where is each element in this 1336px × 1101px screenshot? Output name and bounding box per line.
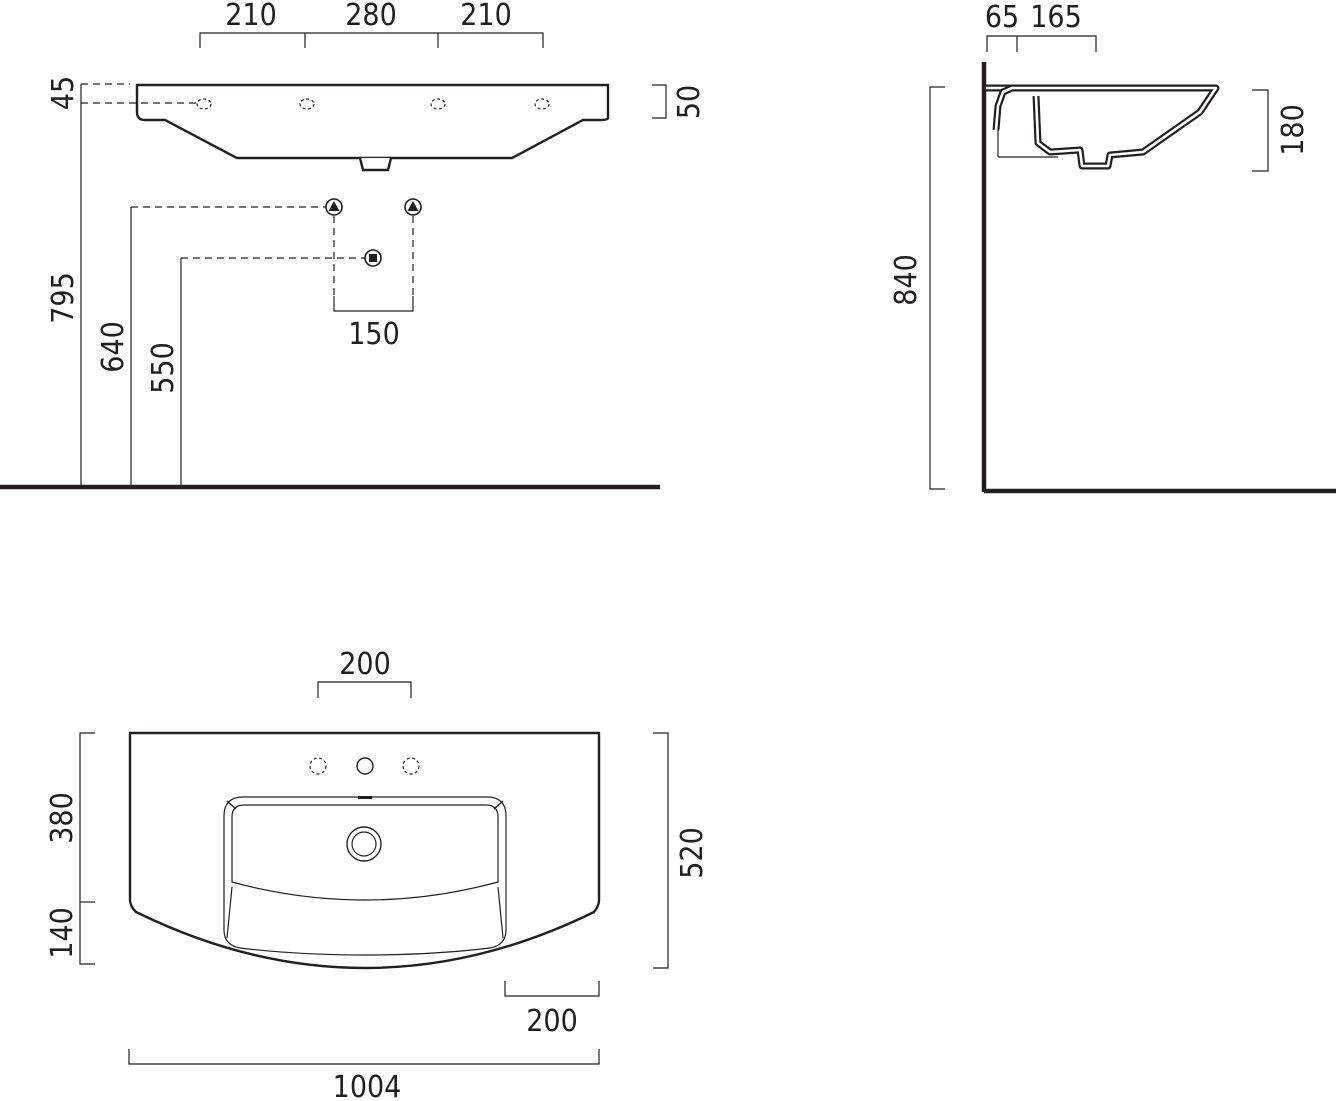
tap-hole-center-icon: [356, 757, 374, 775]
dim-380: 380: [45, 792, 80, 844]
side-top-dimension: 65 165: [985, 0, 1097, 52]
tap-spacing-dimension: 200: [317, 647, 412, 698]
dim-795: 795: [46, 272, 81, 324]
plan-depth-dimension: 520: [653, 732, 710, 969]
slab-thickness-dimension: 50: [652, 84, 707, 119]
front-basin-body: [135, 83, 610, 160]
water-supply-right-icon: [404, 198, 422, 216]
dim-1004: 1004: [333, 1070, 402, 1101]
water-supply-left-icon: [325, 198, 343, 216]
dim-150: 150: [348, 317, 400, 352]
dim-840: 840: [889, 254, 924, 306]
waste-outlet-icon: [364, 249, 382, 267]
dim-45: 45: [46, 76, 81, 110]
dim-280: 280: [345, 0, 397, 33]
waste-height-dimension: 550: [146, 257, 366, 487]
side-view: 65 165 840 180: [889, 0, 1336, 494]
plan-left-dimensions: 380 140: [45, 732, 95, 965]
dim-140: 140: [45, 907, 80, 959]
tap-hole-right-icon: [402, 757, 420, 775]
dim-200-corner: 200: [526, 1004, 578, 1039]
dim-550: 550: [146, 342, 181, 394]
dim-165: 165: [1030, 0, 1082, 35]
top-spacing-dimension: 210 280 210: [199, 0, 544, 48]
dim-210-left: 210: [225, 0, 277, 33]
side-height-dimension: 840: [889, 86, 945, 490]
dim-180: 180: [1276, 104, 1311, 156]
dim-210-right: 210: [460, 0, 512, 33]
dim-520: 520: [675, 827, 710, 879]
dim-50: 50: [672, 85, 707, 119]
total-width-dimension: 1004: [128, 1049, 600, 1101]
dim-200-taps: 200: [339, 647, 391, 682]
dim-65: 65: [985, 0, 1019, 35]
dim-640: 640: [96, 321, 131, 373]
plan-basin-outline: [128, 731, 601, 970]
plan-bowl-inner: [231, 804, 499, 901]
front-view: 210 280 210 45 795 50: [0, 0, 707, 490]
hidden-tap-holes: [196, 98, 550, 110]
drain-icon: [346, 826, 382, 862]
left-height-dimensions: 45 795: [46, 76, 197, 487]
side-section-profile: [986, 84, 1220, 170]
tap-hole-left-icon: [309, 757, 327, 775]
supply-height-dimension: 640: [96, 206, 326, 487]
plan-view: 200 380 140 520: [45, 647, 710, 1101]
front-overflow-drain: [358, 157, 393, 172]
overflow-slot: [358, 796, 372, 799]
corner-width-dimension: 200: [504, 981, 600, 1039]
supply-spacing-dimension: 150: [333, 216, 414, 352]
bowl-depth-dimension: 180: [1252, 89, 1311, 172]
plan-bowl-outer: [223, 796, 507, 956]
